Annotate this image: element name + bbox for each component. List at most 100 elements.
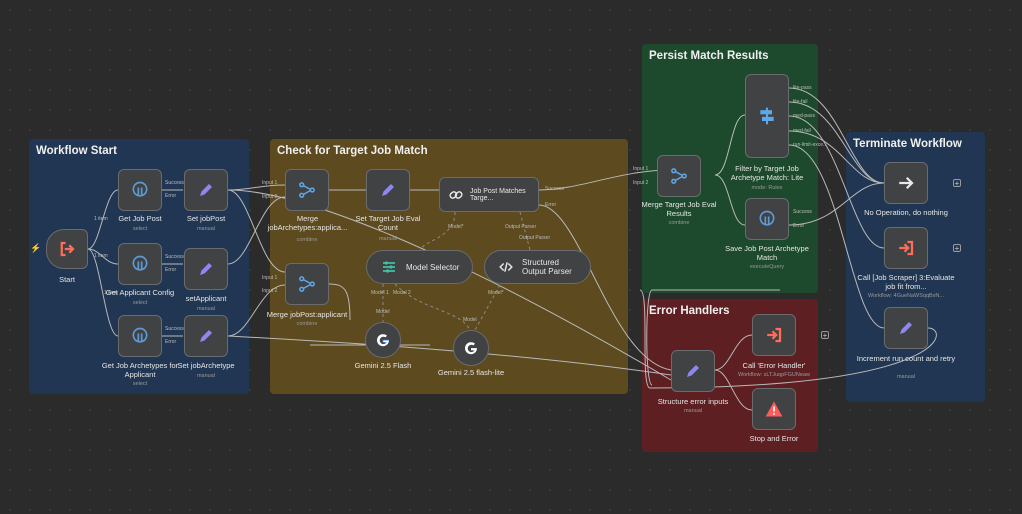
set-jobpost-node[interactable] — [184, 169, 228, 211]
structure-error-sub: manual — [683, 408, 703, 414]
save-archetype-sub: executeQuery — [749, 264, 785, 270]
postgres-elephant-icon — [757, 209, 777, 229]
get-applicant-config-node[interactable] — [118, 243, 162, 285]
get-applicant-config-label: Get Applicant Config — [105, 288, 175, 297]
success-port-label: Success — [545, 186, 564, 192]
google-g-icon — [463, 340, 479, 356]
error-port-label: Error — [165, 339, 177, 345]
filter-archetype-node[interactable] — [745, 74, 789, 158]
increment-run-sub: manual — [896, 374, 916, 380]
stop-error-node[interactable] — [752, 388, 796, 430]
model-port-label: Model — [376, 309, 390, 315]
execute-workflow-icon — [897, 239, 915, 257]
merge-icon — [670, 167, 688, 185]
model2-port-label: Model 2 — [393, 290, 411, 296]
error-port-label: Error — [545, 202, 557, 208]
set-jobarchetype-sub: manual — [196, 373, 216, 379]
call-error-handler-sub: Workflow: sLTJuqpFGUNeaw — [738, 372, 810, 378]
call-error-handler-node[interactable] — [752, 314, 796, 356]
sticky-title: Terminate Workflow — [853, 138, 962, 150]
structured-parser-node[interactable]: Structured Output Parser — [484, 250, 591, 284]
pencil-icon — [197, 181, 215, 199]
pencil-icon — [684, 362, 702, 380]
get-job-archetypes-label: Get Job Archetypes for Applicant — [101, 361, 179, 380]
job-post-matches-node[interactable]: Job Post Matches Targe... — [439, 177, 539, 212]
input2-port-label: Input 2 — [633, 180, 649, 186]
get-job-archetypes-node[interactable] — [118, 315, 162, 357]
item-port-label: 1 item — [94, 253, 108, 259]
login-arrow-icon — [58, 240, 76, 258]
start-trigger-node[interactable] — [46, 229, 88, 269]
merge-target-eval-sub: combine — [668, 220, 690, 226]
no-op-node[interactable] — [884, 162, 928, 204]
google-g-icon — [375, 332, 391, 348]
get-applicant-config-sub: select — [132, 300, 148, 306]
job-post-matches-label: Job Post Matches Targe... — [470, 187, 526, 202]
model-selector-node[interactable]: Model Selector — [366, 250, 473, 284]
success-port-label: Success — [793, 209, 812, 215]
pencil-icon — [197, 260, 215, 278]
call-job-scraper-node[interactable] — [884, 227, 928, 269]
set-jobpost-sub: manual — [196, 226, 216, 232]
set-applicant-node[interactable] — [184, 248, 228, 290]
gemini-flash-label: Gemini 2.5 Flash — [354, 361, 412, 370]
filter-output-label: lite-fail — [793, 99, 808, 105]
gemini-flash-node[interactable] — [365, 322, 401, 358]
set-jobarchetype-node[interactable] — [184, 315, 228, 357]
success-port-label: Success — [165, 254, 184, 260]
call-error-handler-label: Call 'Error Handler' — [742, 361, 806, 370]
model-port-label: Model — [463, 317, 477, 323]
pencil-icon — [897, 319, 915, 337]
merge-jobpost-label: Merge jobPost:applicant — [266, 310, 348, 319]
gemini-flash-lite-node[interactable] — [453, 330, 489, 366]
add-node-plus-icon[interactable]: + — [953, 244, 961, 253]
no-op-label: No Operation, do nothing — [864, 208, 948, 217]
set-target-eval-label: Set Target Job Eval Count — [355, 214, 421, 233]
increment-run-node[interactable] — [884, 307, 928, 349]
add-node-plus-icon[interactable]: + — [821, 331, 829, 340]
filter-archetype-sub: mode: Rules — [751, 185, 783, 191]
increment-run-label: Increment run count and retry — [856, 354, 956, 363]
item-port-label: 1 item — [94, 216, 108, 222]
success-port-label: Success — [165, 180, 184, 186]
merge-jobarchetypes-node[interactable] — [285, 169, 329, 211]
filter-output-label: run-limit-exce... — [793, 142, 828, 148]
merge-icon — [298, 275, 316, 293]
filter-output-label: med-fail — [793, 128, 811, 134]
structure-error-node[interactable] — [671, 350, 715, 392]
model-port-label: Model* — [448, 224, 464, 230]
merge-target-eval-node[interactable] — [657, 155, 701, 197]
model1-port-label: Model 1 — [371, 290, 389, 296]
get-job-post-node[interactable] — [118, 169, 162, 211]
pencil-icon — [379, 181, 397, 199]
output-parser-port-label: Output Parser — [519, 235, 551, 241]
set-target-eval-sub: manual — [378, 236, 398, 242]
set-target-eval-node[interactable] — [366, 169, 410, 211]
gemini-flash-lite-label: Gemini 2.5 flash-lite — [437, 368, 505, 377]
bolt-icon: ⚡ — [30, 243, 42, 253]
set-jobarchetype-label: Set jobArchetype — [177, 361, 235, 370]
merge-jobarchetypes-sub: combine — [296, 237, 318, 243]
model-selector-label: Model Selector — [406, 262, 460, 272]
get-job-archetypes-sub: select — [132, 381, 148, 387]
add-node-plus-icon[interactable]: + — [953, 179, 961, 188]
merge-icon — [298, 181, 316, 199]
router-icon — [381, 259, 397, 275]
input2-port-label: Input 2 — [262, 288, 278, 294]
error-port-label: Error — [165, 193, 177, 199]
set-applicant-label: setApplicant — [185, 294, 227, 303]
call-job-scraper-label: Call [Job Scraper] 3:Evaluate job fit fr… — [857, 273, 955, 292]
input1-port-label: Input 1 — [262, 275, 278, 281]
merge-jobarchetypes-label: Merge jobArchetypes:applica... — [267, 214, 348, 233]
filter-archetype-label: Filter by Target Job Archetype Match: Li… — [730, 164, 804, 183]
code-brackets-icon — [499, 260, 513, 274]
error-port-label: Error — [793, 223, 805, 229]
model-port-label: Model* — [488, 290, 504, 296]
sticky-title: Persist Match Results — [649, 50, 769, 62]
pencil-icon — [197, 327, 215, 345]
save-archetype-node[interactable] — [745, 198, 789, 240]
arrow-right-icon — [897, 174, 915, 192]
postgres-elephant-icon — [130, 326, 150, 346]
merge-jobpost-node[interactable] — [285, 263, 329, 305]
